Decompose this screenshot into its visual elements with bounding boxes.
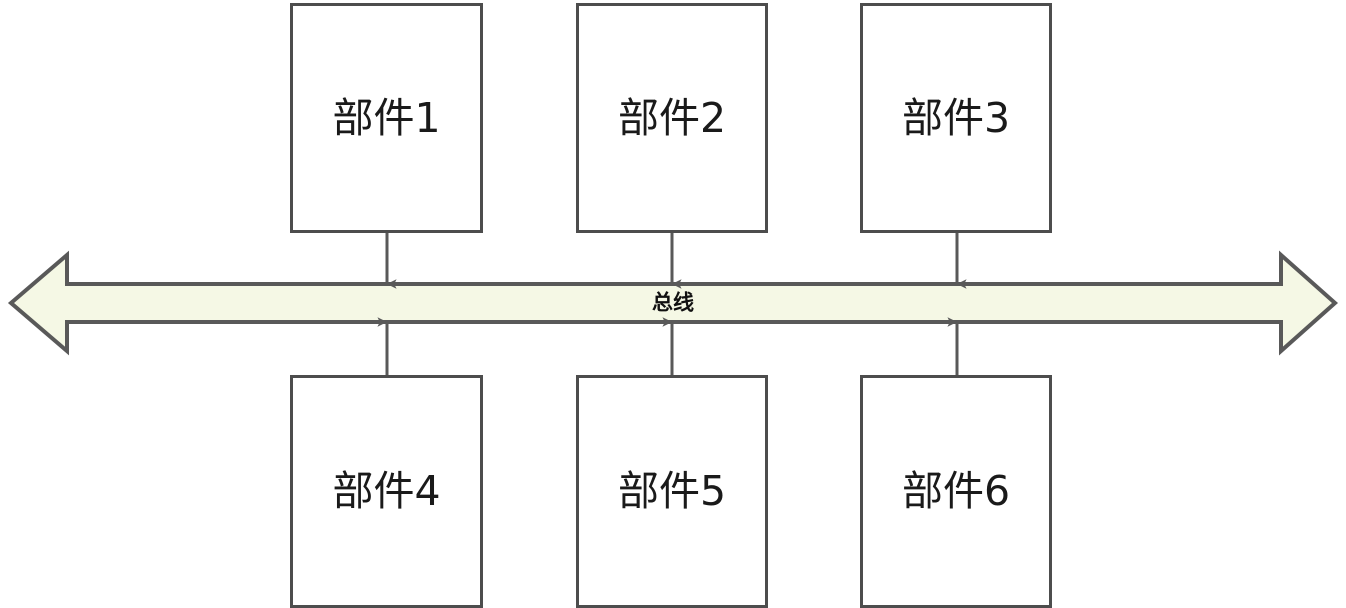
component-label-part1: 部件1 (332, 93, 441, 142)
component-label-part4: 部件4 (332, 467, 441, 515)
bus-arrow (7, 250, 1339, 356)
component-label-part2: 部件2 (617, 93, 727, 142)
connector-group-bottom (377, 317, 959, 375)
component-box-part5[interactable]: 部件5 (576, 375, 768, 608)
component-box-part6[interactable]: 部件6 (860, 375, 1052, 608)
component-box-part2[interactable]: 部件2 (576, 3, 768, 233)
component-label-part3: 部件3 (901, 93, 1011, 142)
component-label-part6: 部件6 (901, 467, 1011, 515)
component-box-part4[interactable]: 部件4 (290, 375, 483, 608)
component-box-part3[interactable]: 部件3 (860, 3, 1052, 233)
connector-group-top (385, 233, 967, 289)
component-box-part1[interactable]: 部件1 (290, 3, 483, 233)
bus-label: 总线 (652, 290, 694, 315)
component-label-part5: 部件5 (617, 467, 727, 515)
